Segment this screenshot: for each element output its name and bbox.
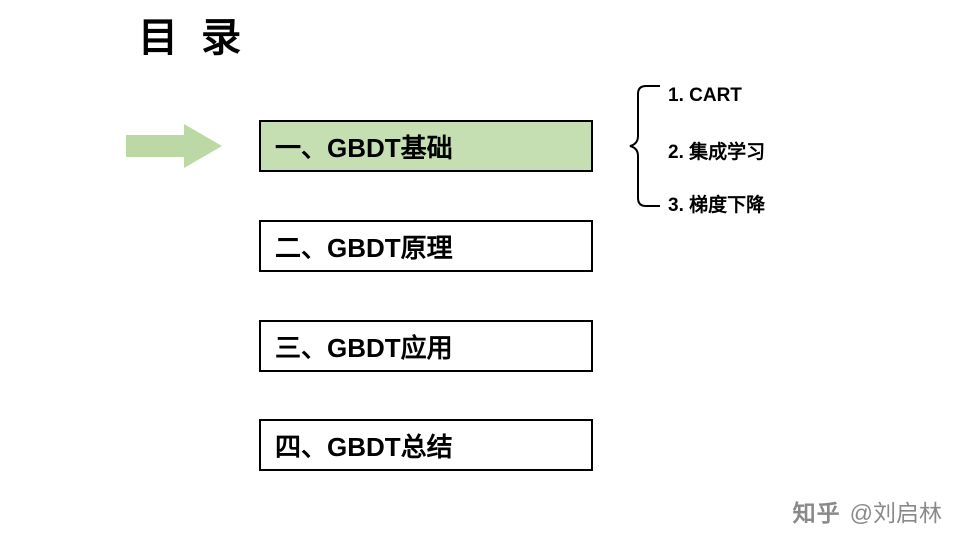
watermark-username: @刘启林 (849, 500, 942, 526)
green-arrow-icon (126, 124, 222, 168)
chapter-item-1[interactable]: 一、GBDT基础 (259, 120, 593, 172)
chapter-label: 二、GBDT原理 (275, 232, 453, 263)
page-title: 目 录 (138, 16, 248, 60)
curly-brace-icon (620, 84, 666, 208)
zhihu-logo: 知乎 (792, 500, 841, 526)
sub-item-1: 1. CART (668, 85, 742, 106)
sub-item-2: 2. 集成学习 (668, 142, 766, 163)
chapter-item-2[interactable]: 二、GBDT原理 (259, 220, 593, 272)
chapter-label: 四、GBDT总结 (275, 431, 453, 462)
chapter-item-4[interactable]: 四、GBDT总结 (259, 419, 593, 471)
sub-item-3: 3. 梯度下降 (668, 195, 766, 216)
chapter-label: 三、GBDT应用 (275, 332, 453, 363)
chapter-item-3[interactable]: 三、GBDT应用 (259, 320, 593, 372)
watermark: 知乎 @刘启林 (793, 494, 942, 528)
chapter-label: 一、GBDT基础 (275, 132, 453, 163)
